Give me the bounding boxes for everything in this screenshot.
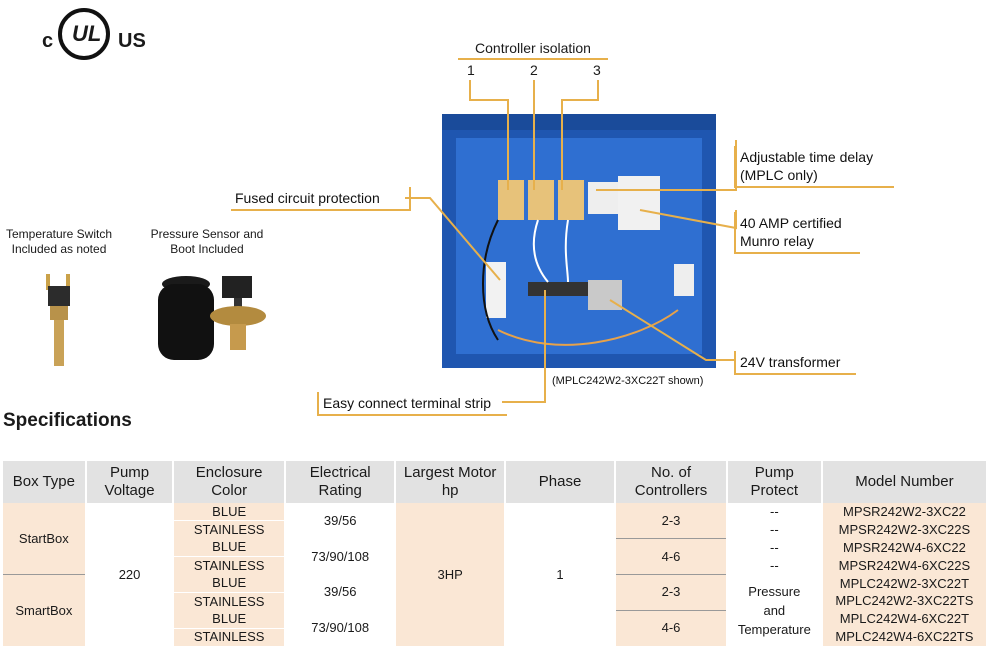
logo-c: c: [42, 30, 54, 52]
cell-model-number: MPLC242W2-3XC22TS: [821, 592, 988, 611]
header-pump-protect: Pump Protect: [726, 461, 823, 503]
header-largest-motor: Largest Motor hp: [395, 461, 506, 503]
cell-pump-protect: --: [726, 503, 823, 521]
cell-electrical-rating: 39/56: [284, 503, 397, 539]
table-row: STAINLESS -- MPSR242W2-3XC22S: [3, 520, 988, 539]
pressure-sensor-image: [158, 276, 266, 360]
cell-box-type: SmartBox: [3, 574, 87, 647]
cell-enclosure-color: BLUE: [173, 538, 286, 558]
cell-pump-protect-smart: Pressure and Temperature: [726, 574, 823, 647]
controller-isolation-label: Controller isolation: [458, 40, 608, 60]
cell-enclosure-color: STAINLESS: [173, 520, 286, 539]
table-row: SmartBox BLUE 39/56 2-3 Pressure and Tem…: [3, 574, 988, 647]
table-row: STAINLESS -- MPSR242W4-6XC22S: [3, 556, 988, 575]
specifications-table: Box Type Pump Voltage Enclosure Color El…: [3, 461, 988, 647]
header-pump-voltage: Pump Voltage: [85, 461, 175, 503]
cell-electrical-rating: 73/90/108: [284, 610, 397, 647]
table-row: STAINLESS MPLC242W2-3XC22TS: [3, 592, 988, 611]
temperature-switch-label: Temperature Switch Included as noted: [5, 227, 113, 256]
diagram-caption: (MPLC242W2-3XC22T shown): [552, 375, 704, 387]
logo-us: US: [118, 30, 146, 52]
callout-time-delay: Adjustable time delay (MPLC only): [734, 146, 894, 188]
callout-relay-text: 40 AMP certified Munro relay: [740, 215, 842, 249]
logo-ring: [58, 8, 110, 60]
cell-controllers: 2-3: [615, 503, 728, 540]
header-box-type: Box Type: [3, 461, 87, 503]
logo-ul: UL: [72, 21, 102, 46]
cell-pump-voltage: 220: [85, 503, 175, 647]
cell-pump-protect: --: [726, 520, 823, 539]
cell-electrical-rating: 73/90/108: [284, 538, 397, 575]
cell-enclosure-color: BLUE: [173, 503, 286, 522]
cell-box-type: StartBox: [3, 503, 87, 576]
header-model-number: Model Number: [821, 461, 988, 503]
cell-electrical-rating: 39/56: [284, 574, 397, 611]
cell-phase: 1: [504, 503, 617, 647]
header-electrical-rating: Electrical Rating: [284, 461, 397, 503]
header-phase: Phase: [504, 461, 617, 503]
temperature-switch-image: [46, 274, 70, 366]
cell-controllers: 4-6: [615, 610, 728, 647]
callout-munro-relay: 40 AMP certified Munro relay: [734, 212, 860, 254]
table-row: BLUE 73/90/108 4-6 MPLC242W4-6XC22T: [3, 610, 988, 647]
callout-transformer: 24V transformer: [734, 351, 856, 375]
cell-enclosure-color: BLUE: [173, 610, 286, 629]
control-box-image: [442, 114, 716, 368]
cell-pump-protect: --: [726, 538, 823, 557]
cell-enclosure-color: STAINLESS: [173, 628, 286, 647]
callout-leader-lines: [405, 80, 737, 403]
cell-model-number: MPSR242W4-6XC22: [821, 538, 988, 557]
controller-number-1: 1: [467, 62, 475, 78]
cell-model-number: MPSR242W4-6XC22S: [821, 556, 988, 575]
table-header-row: Box Type Pump Voltage Enclosure Color El…: [3, 461, 988, 503]
cell-model-number: MPSR242W2-3XC22S: [821, 520, 988, 539]
controller-number-3: 3: [593, 62, 601, 78]
cell-enclosure-color: BLUE: [173, 574, 286, 593]
cell-controllers: 2-3: [615, 574, 728, 611]
pressure-sensor-label: Pressure Sensor and Boot Included: [150, 227, 264, 256]
cell-model-number: MPLC242W4-6XC22T: [821, 610, 988, 629]
cell-pump-protect: --: [726, 556, 823, 575]
cell-controllers: 4-6: [615, 538, 728, 576]
header-enclosure-color: Enclosure Color: [173, 461, 286, 503]
callout-terminal-strip: Easy connect terminal strip: [317, 392, 507, 416]
specifications-heading: Specifications: [3, 410, 132, 431]
table-row: BLUE 73/90/108 4-6 -- MPSR242W4-6XC22: [3, 538, 988, 576]
cell-largest-motor: 3HP: [395, 503, 506, 647]
cell-enclosure-color: STAINLESS: [173, 592, 286, 611]
callout-fused-circuit: Fused circuit protection: [231, 187, 411, 211]
cell-model-number: MPSR242W2-3XC22: [821, 503, 988, 521]
cell-enclosure-color: STAINLESS: [173, 556, 286, 575]
table-row: STAINLESS MPLC242W4-6XC22TS: [3, 628, 988, 647]
ul-listed-logo: c UL US: [38, 8, 148, 68]
cell-model-number: MPLC242W4-6XC22TS: [821, 628, 988, 647]
table-row: StartBox 220 BLUE 39/56 3HP 1 2-3 -- MPS…: [3, 503, 988, 647]
cell-model-number: MPLC242W2-3XC22T: [821, 574, 988, 593]
controller-number-2: 2: [530, 62, 538, 78]
header-controllers: No. of Controllers: [615, 461, 728, 503]
